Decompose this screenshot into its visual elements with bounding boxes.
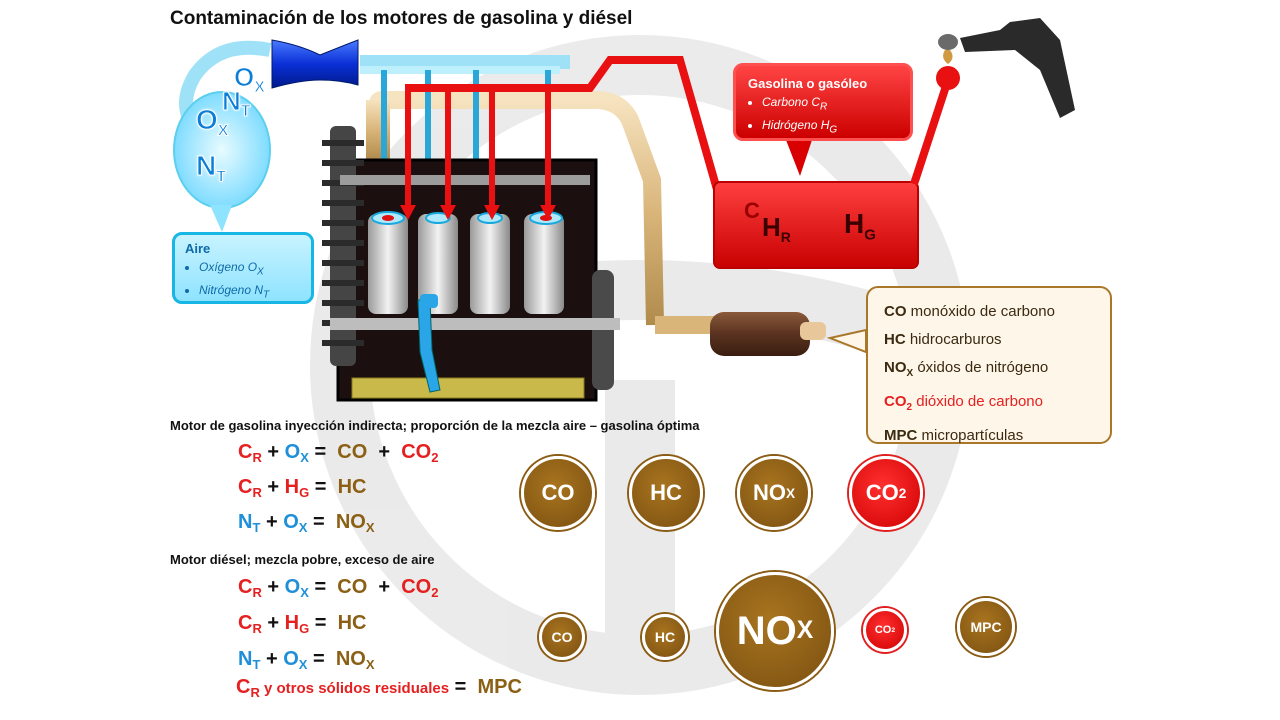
gasoline-equation-2: CR + HG = HC bbox=[238, 476, 367, 500]
tank-symbol-c: C bbox=[744, 198, 760, 223]
diesel-bubble-mpc: MPC bbox=[957, 598, 1015, 656]
air-symbol-ox-2: OX bbox=[196, 104, 229, 141]
gasoline-section-heading: Motor de gasolina inyección indirecta; p… bbox=[170, 418, 700, 433]
fuel-item-hydrogen: Hidrógeno HG bbox=[762, 116, 898, 139]
air-callout: Aire Oxígeno OX Nitrógeno NT bbox=[172, 232, 314, 304]
diesel-equation-2: CR + HG = HC bbox=[238, 612, 367, 636]
tank-symbol-hg: HG bbox=[844, 208, 876, 244]
legend-row-nox: NOX óxidos de nitrógeno bbox=[884, 359, 1049, 379]
diesel-bubble-hc: HC bbox=[642, 614, 688, 660]
diesel-equation-3: NT + OX = NOX bbox=[238, 648, 375, 672]
legend-row-mpc: MPC micropartículas bbox=[884, 427, 1024, 444]
legend-row-hc: HC hidrocarburos bbox=[884, 331, 1002, 348]
gasoline-equation-3: NT + OX = NOX bbox=[238, 511, 375, 535]
air-callout-heading: Aire bbox=[185, 241, 211, 256]
legend-row-co2: CO2 dióxido de carbono bbox=[884, 393, 1043, 413]
legend-row-co: CO monóxido de carbono bbox=[884, 303, 1055, 320]
tank-symbol-hr: HR bbox=[762, 212, 791, 246]
air-symbol-nt-2: NT bbox=[195, 150, 227, 187]
diesel-equation-4: CR y otros sólidos residuales = MPC bbox=[236, 676, 522, 700]
muffler bbox=[710, 312, 826, 356]
air-symbol-nt-1: NT bbox=[222, 86, 252, 121]
fuel-item-carbon: Carbono CR bbox=[762, 93, 898, 116]
diesel-section-heading: Motor diésel; mezcla pobre, exceso de ai… bbox=[170, 552, 435, 567]
air-symbol-ox-1: OX bbox=[233, 62, 265, 97]
air-item-oxygen: Oxígeno OX bbox=[199, 258, 301, 281]
gasoline-bubble-hc: HC bbox=[629, 456, 703, 530]
fuel-lines bbox=[405, 56, 724, 210]
exhaust-manifold bbox=[366, 91, 720, 334]
air-intake bbox=[179, 39, 570, 210]
pollutant-legend: CO monóxido de carbono HC hidrocarburos … bbox=[866, 286, 1112, 444]
page-title: Contaminación de los motores de gasolina… bbox=[170, 8, 633, 29]
engine-block bbox=[322, 126, 620, 402]
gasoline-equation-1: CR + OX = CO + CO2 bbox=[238, 441, 439, 465]
gasoline-bubble-co: CO bbox=[521, 456, 595, 530]
fuel-nozzle-icon bbox=[938, 18, 1075, 118]
air-item-nitrogen: Nitrógeno NT bbox=[199, 281, 301, 304]
fuel-callout: Gasolina o gasóleo Carbono CR Hidrógeno … bbox=[733, 63, 913, 141]
diesel-equation-1: CR + OX = CO + CO2 bbox=[238, 576, 439, 600]
fuel-callout-heading: Gasolina o gasóleo bbox=[748, 76, 868, 91]
diesel-bubble-co: CO bbox=[539, 614, 585, 660]
